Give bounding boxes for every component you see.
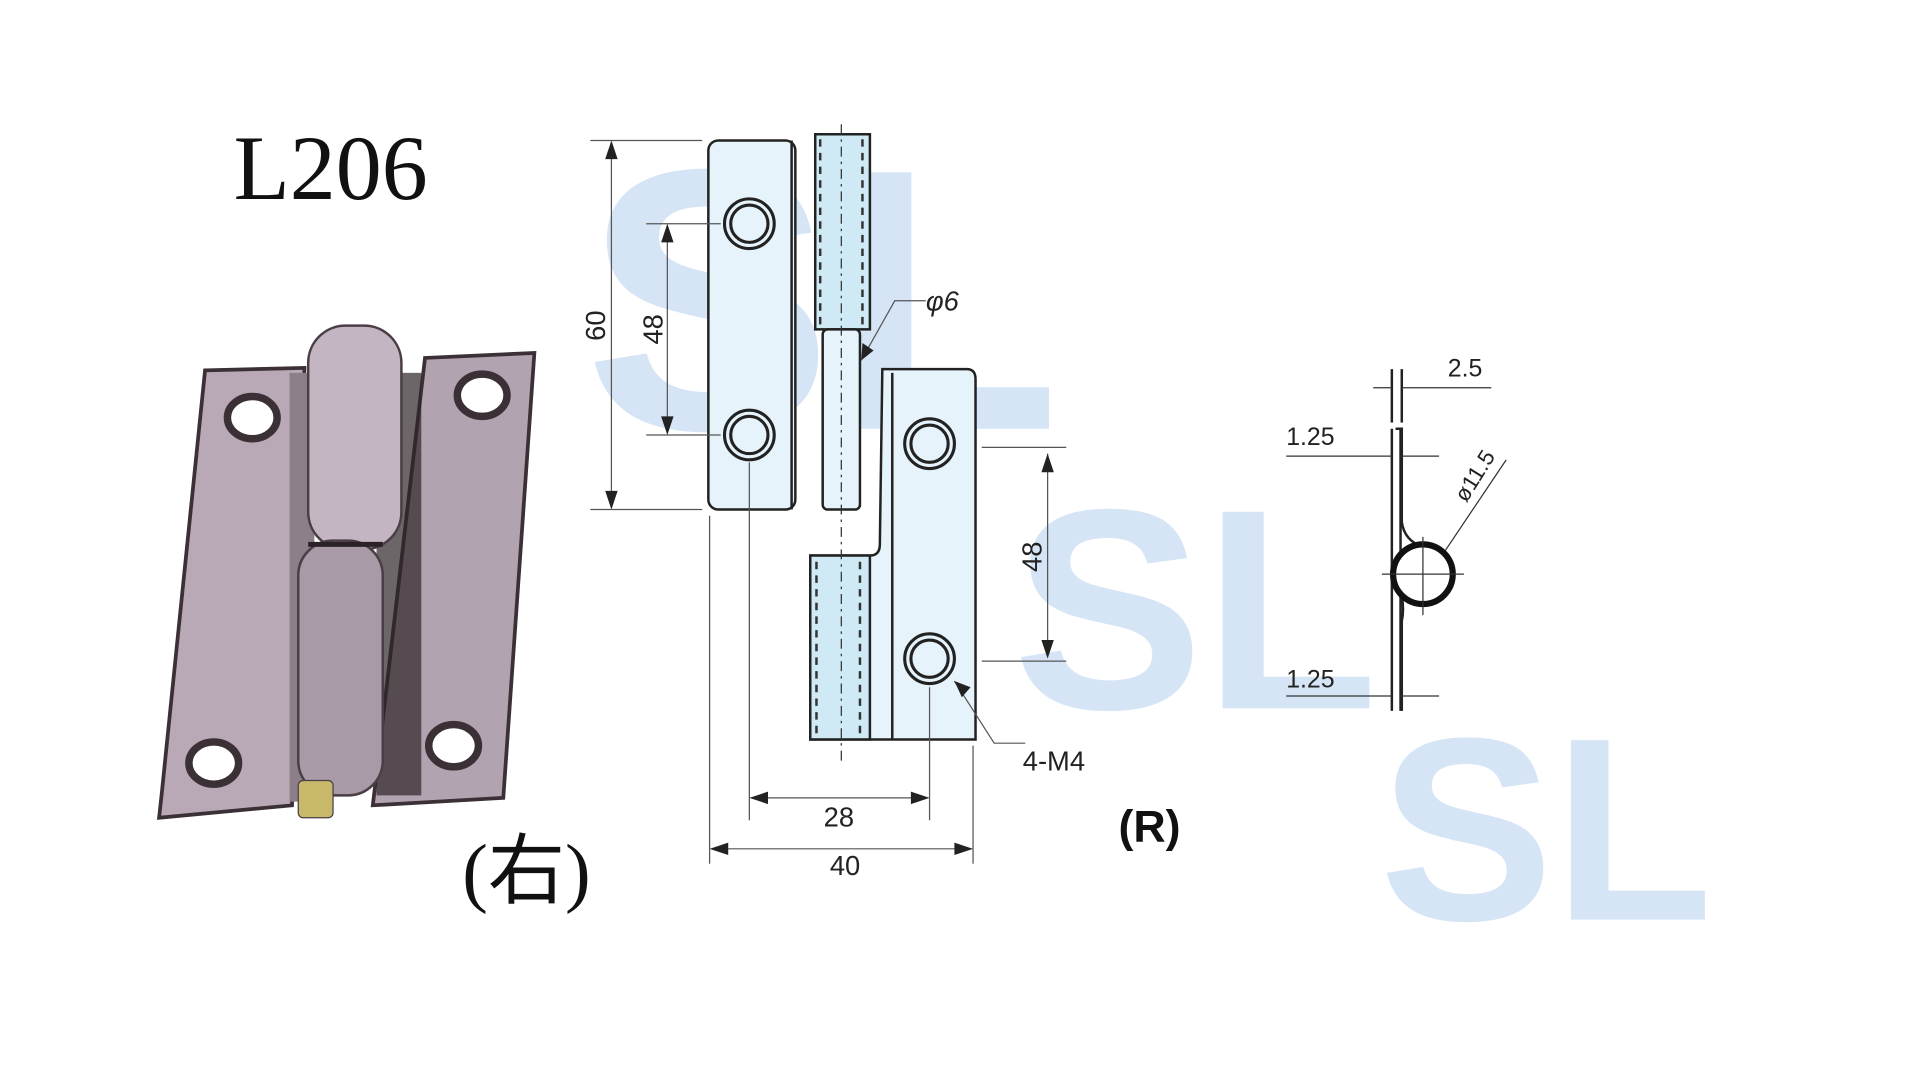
dim-hole-spacing-right: 48	[1016, 542, 1047, 572]
dim-gap: 2.5	[1448, 356, 1483, 383]
dim-thickness-top: 1.25	[1286, 424, 1334, 451]
hinge-photo	[156, 324, 537, 820]
dim-pin-diameter: φ6	[926, 286, 960, 317]
orientation-label: (R)	[1118, 802, 1180, 851]
dim-overall-width: 40	[830, 850, 860, 881]
dim-hole-pitch: 28	[824, 801, 854, 832]
model-title: L206	[234, 117, 428, 219]
watermark-text: SL	[1013, 449, 1378, 769]
dim-knuckle-diameter: ø11.5	[1449, 446, 1500, 506]
dim-overall-height: 60	[580, 310, 611, 340]
dim-thickness-bottom: 1.25	[1286, 666, 1334, 693]
dim-holes: 4-M4	[1023, 746, 1085, 777]
watermark-text: SL	[1379, 685, 1712, 976]
photo-caption: (右)	[462, 828, 590, 914]
front-view-drawing: 60 48 48 28 40 φ6 4-M4	[580, 124, 1085, 881]
dim-hole-spacing-left: 48	[637, 314, 668, 344]
